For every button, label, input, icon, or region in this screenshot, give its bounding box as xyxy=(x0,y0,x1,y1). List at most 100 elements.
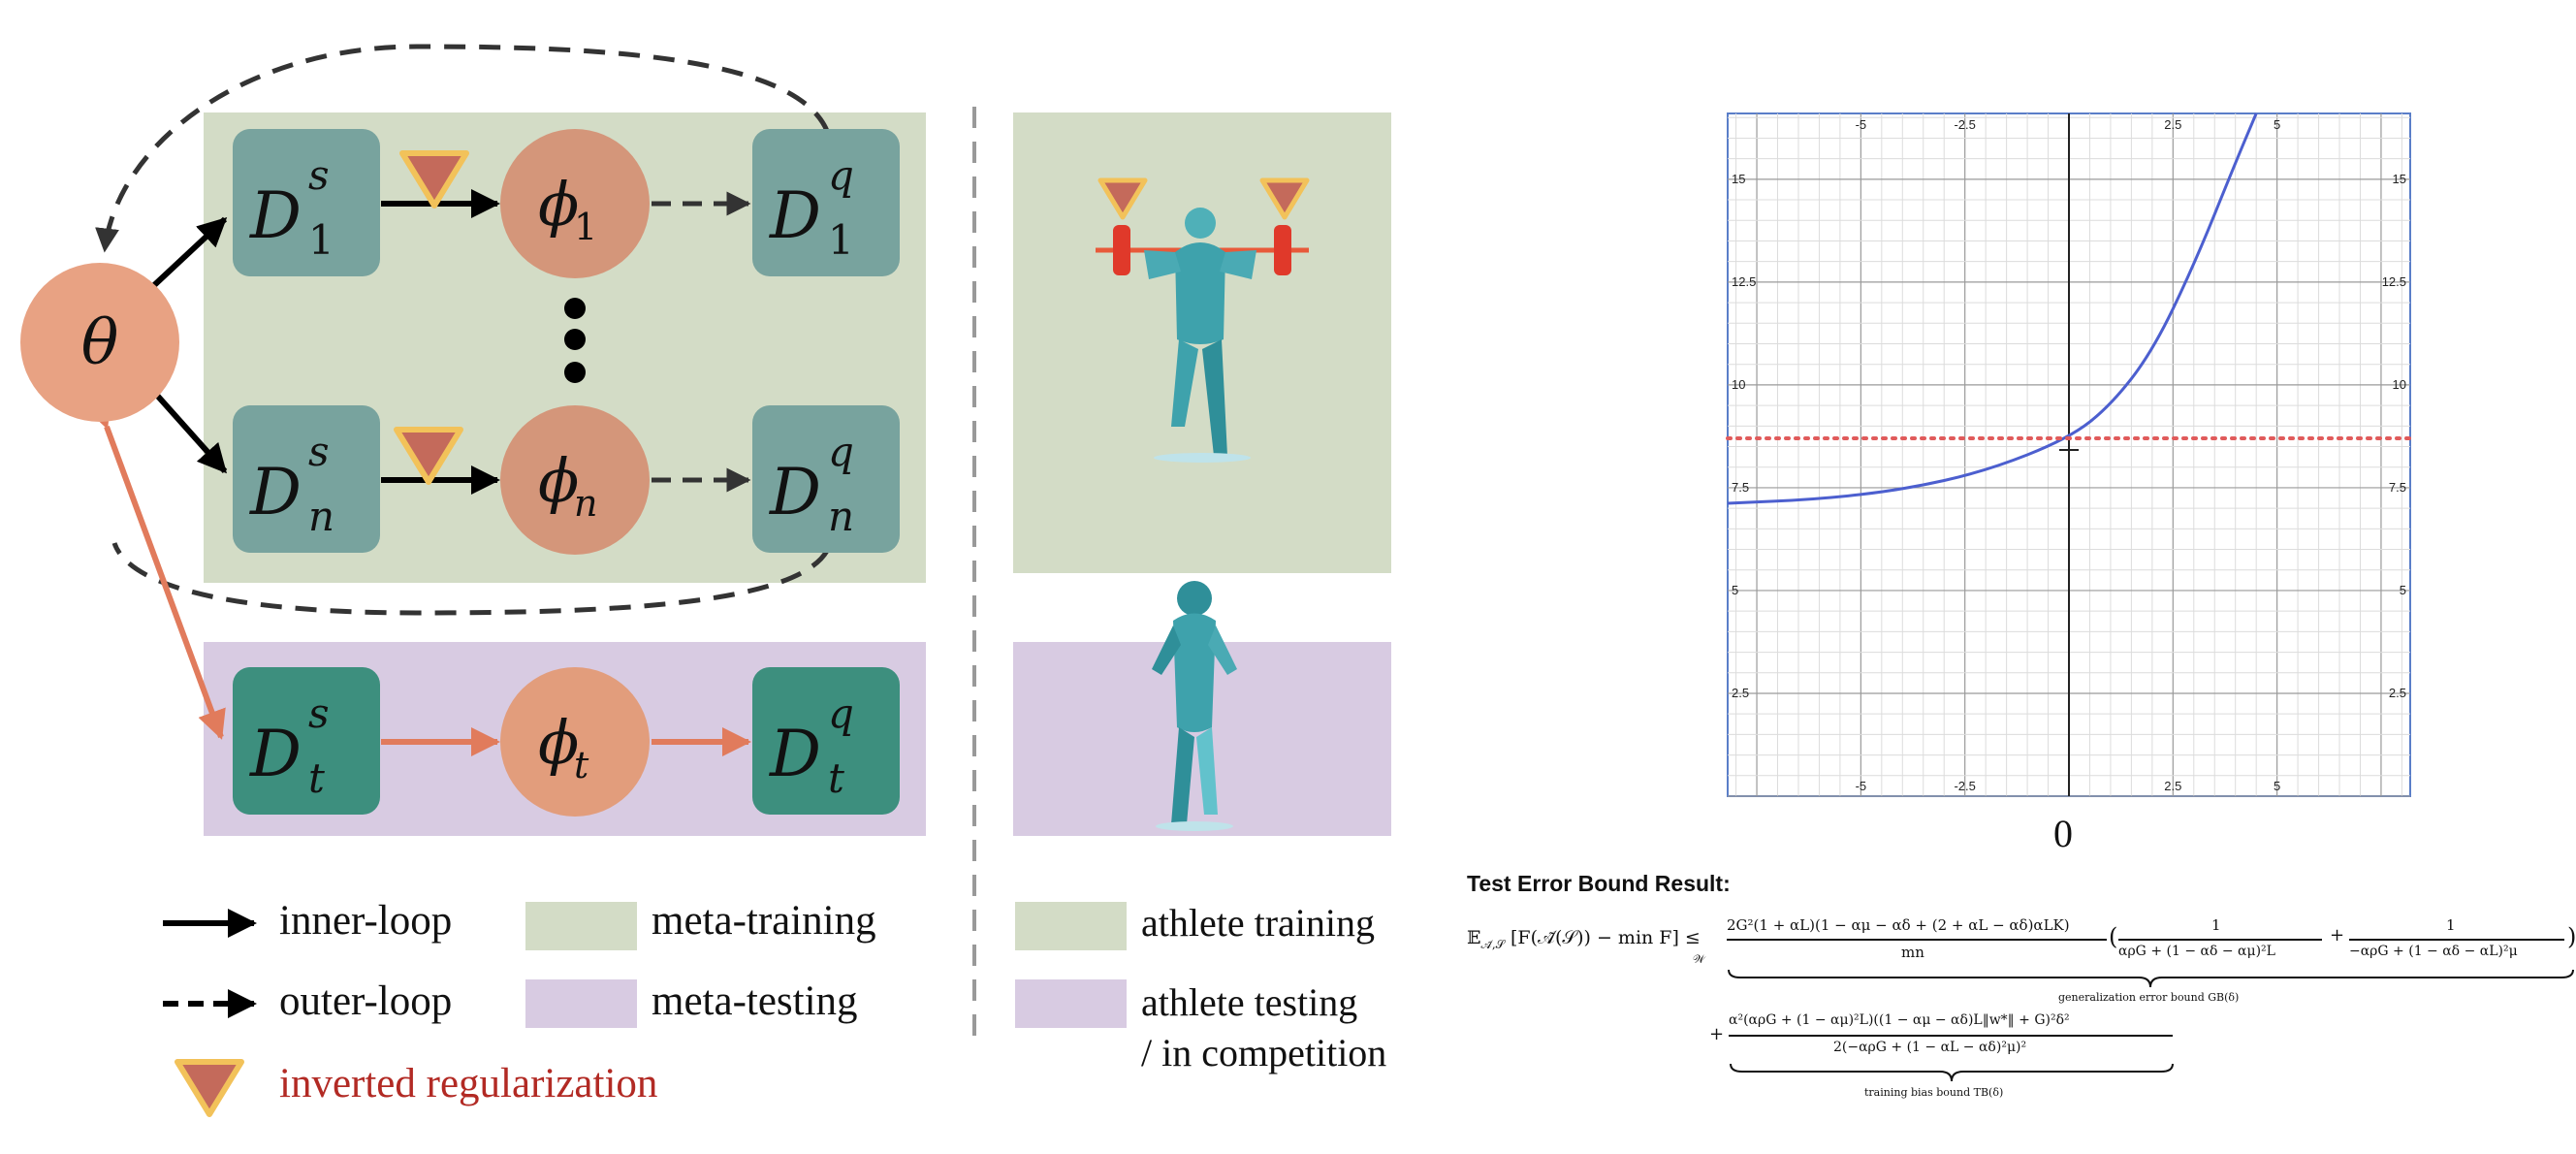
legend-athlete-testing: athlete testing xyxy=(1141,980,1358,1024)
inverted-regularization-icon-2 xyxy=(394,427,463,485)
meta-training-swatch xyxy=(525,902,637,950)
bound-curve xyxy=(1727,112,2258,505)
gb-underbrace xyxy=(1728,969,2574,988)
tb-denominator: 2(−αρG + (1 − αL − αδ)²μ)² xyxy=(1833,1040,2027,1055)
theta-node xyxy=(20,263,179,422)
gb-frac1-bar xyxy=(2118,939,2322,941)
x-tick-label-bottom: 2.5 xyxy=(2164,779,2181,793)
y-tick-label-left: 12.5 xyxy=(1732,274,1756,289)
dtq-label: D xyxy=(769,717,821,791)
ellipsis-dot-2 xyxy=(564,329,586,350)
x-tick-label-bottom: -2.5 xyxy=(1954,779,1975,793)
y-tick-label-left: 10 xyxy=(1732,377,1745,392)
weightlifter-figure xyxy=(1096,208,1309,463)
inverted-regularization-legend-icon xyxy=(175,1059,244,1117)
dts-sub: t xyxy=(308,754,325,802)
section-divider xyxy=(972,107,976,1038)
x-tick-label-top: -5 xyxy=(1856,117,1867,132)
runner-figure xyxy=(1152,581,1237,831)
x-tick-label-top: -2.5 xyxy=(1954,117,1975,132)
legend-athlete-testing-sub: / in competition xyxy=(1141,1031,1387,1074)
plot-axes xyxy=(2059,113,2079,796)
d1q-sub: 1 xyxy=(828,216,854,264)
dns-sup: s xyxy=(308,428,330,475)
legend-outer-loop: outer-loop xyxy=(279,978,453,1024)
d1s-box xyxy=(233,129,380,276)
x-tick-label-bottom: 5 xyxy=(2274,779,2280,793)
phin-sub: n xyxy=(574,482,597,525)
dnq-sup: q xyxy=(828,428,854,475)
y-tick-label-left: 15 xyxy=(1732,172,1745,186)
meta-testing-swatch xyxy=(525,979,637,1028)
formula-block: 𝔼𝒜̃,𝒮 [F(𝒜̃(𝒮)) − min F] ≤ 𝒲 2G²(1 + αL)… xyxy=(1467,912,2576,1125)
phit-label: ϕ xyxy=(538,707,579,778)
y-tick-label-right: 2.5 xyxy=(2389,686,2406,700)
formula-title: Test Error Bound Result: xyxy=(1467,871,1731,896)
tb-label: training bias bound TB(δ) xyxy=(1864,1086,2004,1099)
gb-frac2-den: −αρG + (1 − αδ − αL)²μ xyxy=(2349,944,2518,959)
d1q-sup: q xyxy=(828,151,854,199)
tb-underbrace xyxy=(1730,1063,2174,1082)
tb-numerator: α²(αρG + (1 − αμ)²L)((1 − αμ − αδ)L‖w*‖ … xyxy=(1729,1012,2070,1028)
athlete-regularization-icon-right xyxy=(1259,177,1310,220)
y-tick-label-right: 10 xyxy=(2393,377,2406,392)
gb-close-paren: ) xyxy=(2567,923,2576,950)
gb-denominator: mn xyxy=(1901,944,1924,961)
dnq-sub: n xyxy=(828,493,854,540)
gb-frac2-bar xyxy=(2349,939,2564,941)
dns-label: D xyxy=(249,455,302,529)
gb-label: generalization error bound GB(δ) xyxy=(2058,991,2240,1004)
tb-plus: + xyxy=(1709,1024,1725,1044)
theta-to-d1s-arrow xyxy=(149,216,228,290)
expectation-sub: 𝒜̃,𝒮 xyxy=(1480,937,1505,951)
gb-numerator: 2G²(1 + αL)(1 − αμ − αδ + (2 + αL − αδ)α… xyxy=(1727,916,2070,934)
phin-label: ϕ xyxy=(538,445,579,516)
expectation-symbol: 𝔼 xyxy=(1467,927,1481,948)
outer-loop-arc xyxy=(95,44,830,253)
phi1-sub: 1 xyxy=(574,206,597,248)
d1q-label: D xyxy=(769,178,821,253)
d1s-sup: s xyxy=(308,151,330,199)
gb-frac2-num: 1 xyxy=(2446,916,2456,934)
tb-fraction-bar xyxy=(1729,1035,2173,1037)
y-tick-label-right: 7.5 xyxy=(2389,480,2406,495)
phin-node xyxy=(500,405,650,555)
d1s-label: D xyxy=(249,178,302,253)
y-tick-label-left: 5 xyxy=(1732,583,1738,597)
legend-meta-testing: meta-testing xyxy=(652,978,858,1024)
gb-plus: + xyxy=(2330,925,2345,946)
dtq-sub: t xyxy=(828,754,844,802)
formula-lhs: 𝔼𝒜̃,𝒮 [F(𝒜̃(𝒮)) − min F] ≤ xyxy=(1467,927,1701,952)
dns-sub: n xyxy=(308,493,334,540)
d1q-box xyxy=(752,129,900,276)
theta-label: θ xyxy=(81,307,119,379)
phit-node xyxy=(500,667,650,817)
legend-athlete-training: athlete training xyxy=(1141,901,1376,945)
athlete-regularization-icon-left xyxy=(1097,177,1148,220)
dts-box xyxy=(233,667,380,815)
y-tick-label-left: 7.5 xyxy=(1732,480,1749,495)
y-tick-label-right: 12.5 xyxy=(2382,274,2406,289)
athlete-training-swatch xyxy=(1015,902,1127,950)
dtq-box xyxy=(752,667,900,815)
ellipsis-dot-1 xyxy=(564,298,586,319)
lhs-body: [F(𝒜̃(𝒮)) − min F] ≤ xyxy=(1511,927,1701,948)
dnq-label: D xyxy=(769,455,821,529)
gb-frac1-num: 1 xyxy=(2211,916,2221,934)
x-tick-label-bottom: -5 xyxy=(1856,779,1867,793)
gb-open-paren: ( xyxy=(2109,923,2118,950)
plot-x-label: 0 xyxy=(2053,812,2073,855)
x-tick-label-top: 2.5 xyxy=(2164,117,2181,132)
legend-inner-loop: inner-loop xyxy=(279,898,453,944)
athlete-panel xyxy=(1013,112,1391,1028)
legend-inverted-regularization: inverted regularization xyxy=(279,1061,658,1106)
athlete-testing-swatch xyxy=(1015,979,1127,1028)
x-tick-label-top: 5 xyxy=(2274,117,2280,132)
legend-meta-training: meta-training xyxy=(652,898,876,944)
gb-fraction-bar xyxy=(1727,939,2107,941)
phit-sub: t xyxy=(574,744,589,786)
dts-label: D xyxy=(249,717,302,791)
dnq-box xyxy=(752,405,900,553)
